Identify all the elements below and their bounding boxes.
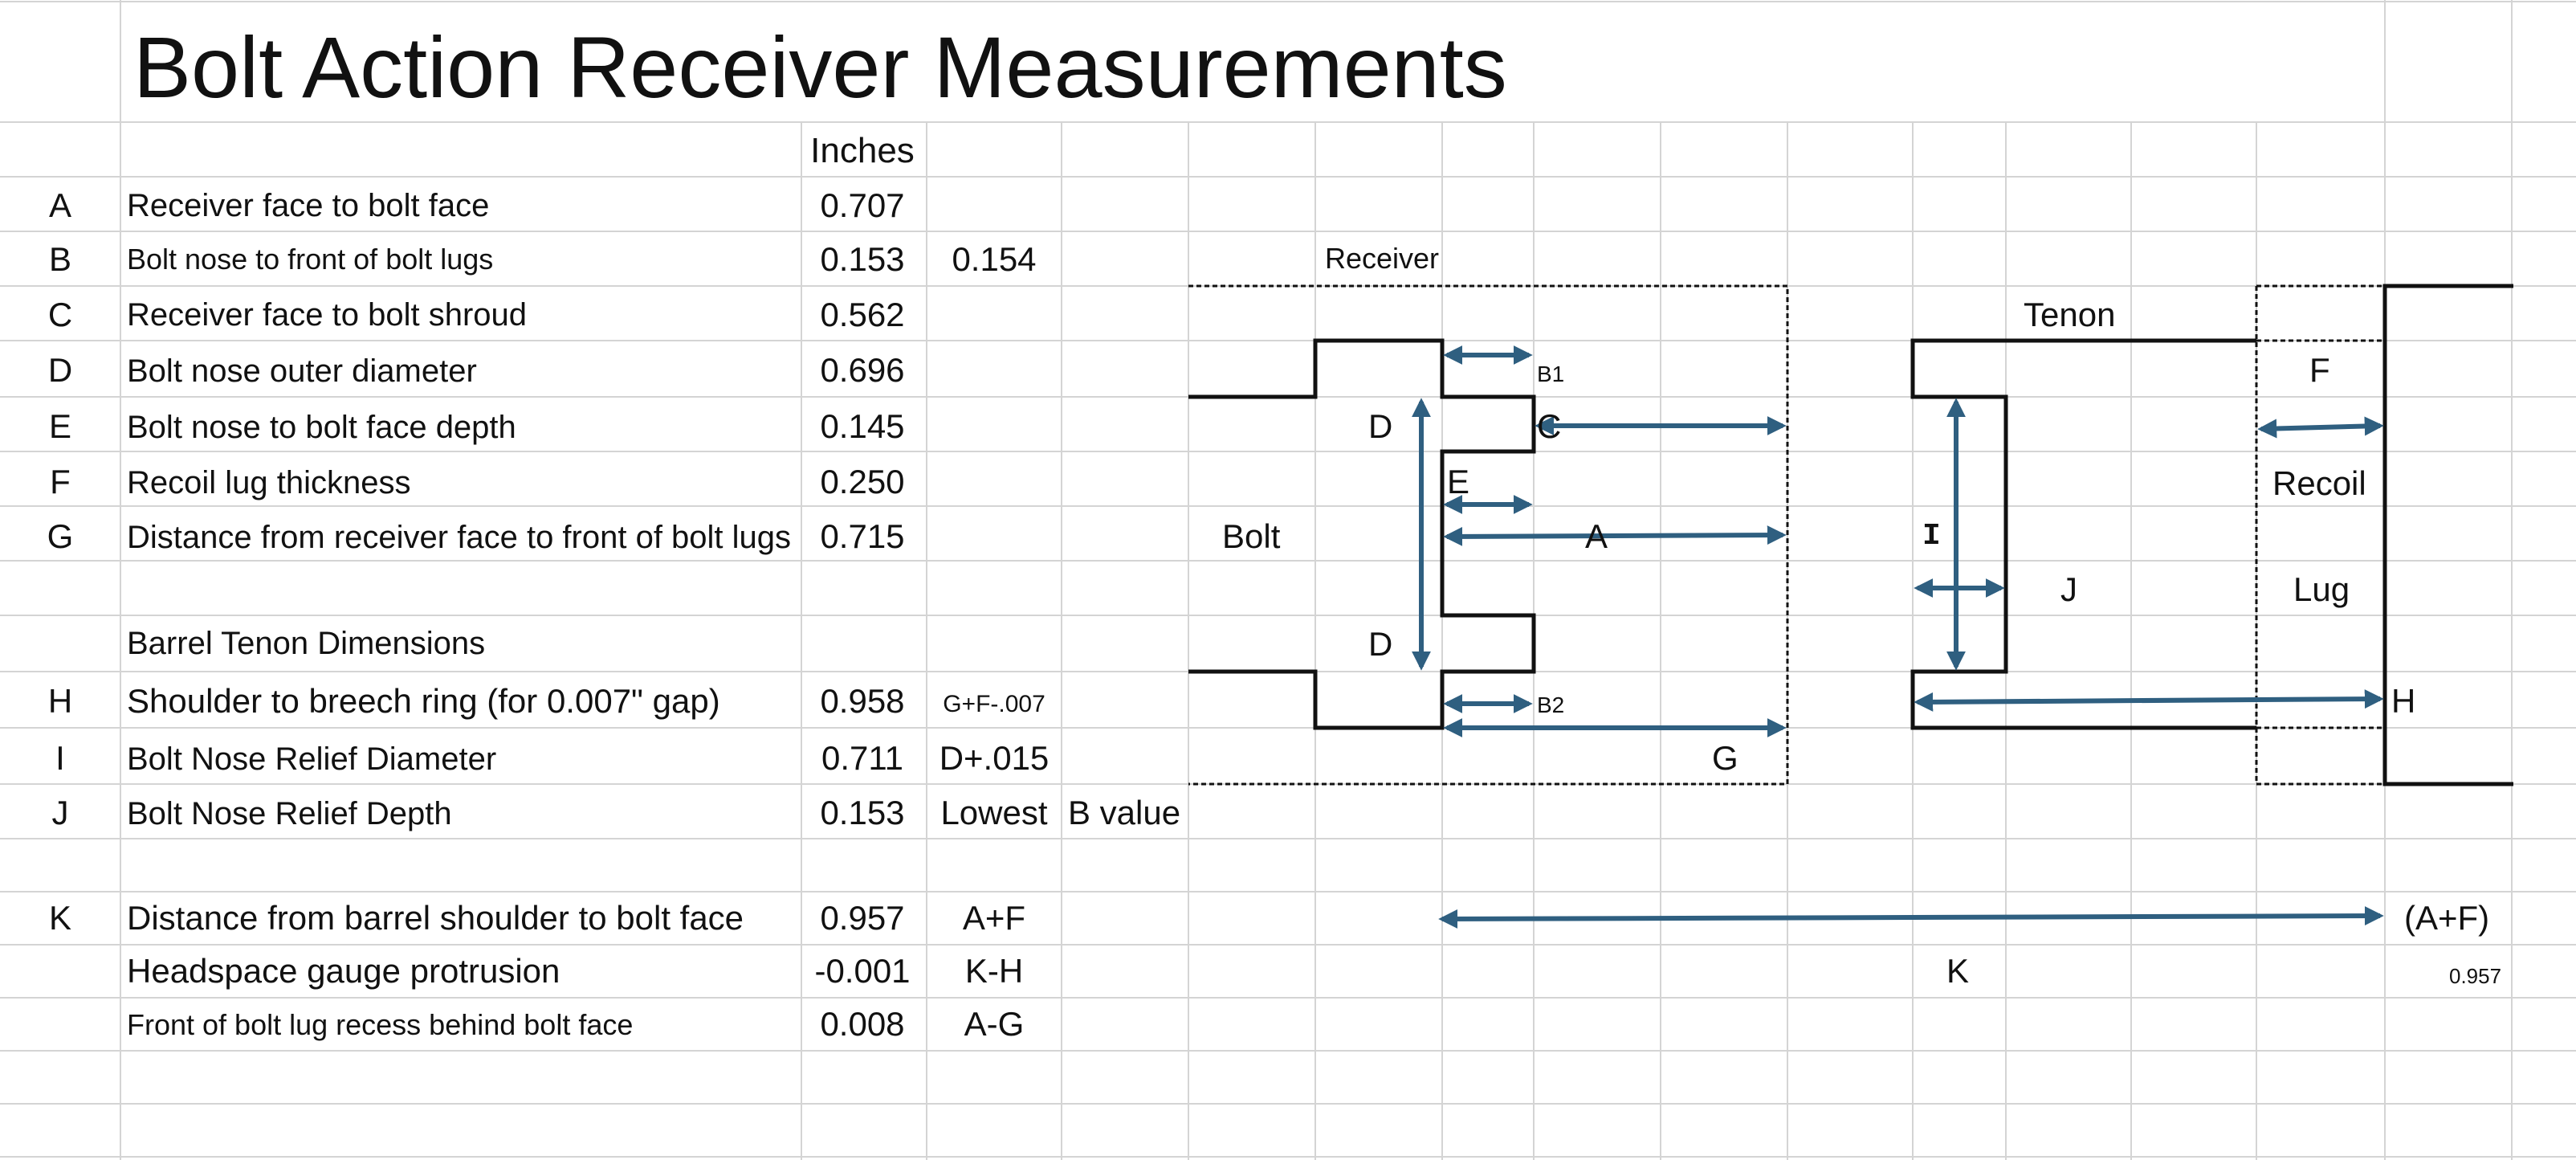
- row-letter: B: [48, 240, 71, 278]
- dimension-label-g: G: [1712, 739, 1738, 777]
- dimension-label-a: A: [1585, 517, 1608, 555]
- lug-label: Lug: [2293, 570, 2350, 608]
- row-value: 0.153: [820, 794, 905, 831]
- formula-label-a-plus-f: (A+F): [2404, 899, 2490, 937]
- row-label: Receiver face to bolt shroud: [127, 297, 528, 333]
- arrow-f: [2257, 416, 2384, 439]
- row-letter: A: [48, 186, 71, 224]
- receiver-label: Receiver: [1325, 242, 1440, 275]
- dimension-label-k: K: [1946, 952, 1970, 990]
- row-value: 0.153: [820, 240, 905, 278]
- row-value: 0.145: [820, 407, 905, 445]
- row-letter: E: [48, 407, 71, 445]
- receiver-outline: [1188, 284, 1789, 786]
- arrow-k: [1438, 906, 2384, 929]
- row-label: Recoil lug thickness: [127, 465, 411, 500]
- row-label: Bolt nose outer diameter: [127, 353, 477, 389]
- row-letter: G: [47, 517, 74, 555]
- row-label: Bolt Nose Relief Depth: [127, 796, 452, 831]
- row-value: 0.707: [820, 186, 905, 224]
- row-value: 0.957: [820, 899, 905, 937]
- k-value-label: 0.957: [2449, 964, 2502, 988]
- row-note: Lowest: [940, 794, 1048, 831]
- row-label: Receiver face to bolt face: [127, 188, 490, 223]
- row-label: Shoulder to breech ring (for 0.007" gap): [127, 682, 720, 720]
- dimension-label-d-top: D: [1368, 407, 1393, 445]
- row-formula: A+F: [962, 899, 1026, 937]
- page-title: Bolt Action Receiver Measurements: [133, 18, 1507, 116]
- dimension-label-b1: B1: [1537, 361, 1565, 386]
- section-heading: Barrel Tenon Dimensions: [127, 626, 486, 661]
- row-extra: 0.154: [952, 240, 1037, 278]
- recoil-lug-outline: [2255, 284, 2385, 786]
- row-value: 0.958: [820, 682, 905, 720]
- row-letter: H: [47, 682, 73, 720]
- barrel-shoulder-outline: [2382, 284, 2513, 786]
- row-letter: J: [51, 794, 69, 831]
- dimension-label-h: H: [2391, 682, 2416, 720]
- row-formula: G+F-.007: [943, 691, 1045, 717]
- row-label: Distance from barrel shoulder to bolt fa…: [127, 899, 744, 937]
- bolt-outline: [1188, 338, 1536, 730]
- row-label: Distance from receiver face to front of …: [127, 520, 792, 555]
- row-letter: F: [50, 463, 71, 500]
- bolt-label: Bolt: [1222, 517, 1281, 555]
- dimension-label-e: E: [1447, 463, 1470, 500]
- row-letter: K: [48, 899, 71, 937]
- row-value: 0.715: [820, 517, 905, 555]
- units-header: Inches: [810, 131, 915, 170]
- recoil-label: Recoil: [2272, 464, 2366, 502]
- row-value: 0.711: [821, 739, 903, 777]
- row-value: 0.562: [820, 296, 905, 333]
- row-label: Bolt nose to front of bolt lugs: [127, 243, 494, 276]
- dimension-label-b2: B2: [1537, 692, 1565, 717]
- dimension-label-d-bottom: D: [1368, 625, 1393, 663]
- dimension-label-f: F: [2309, 351, 2330, 389]
- tenon-label: Tenon: [2024, 296, 2116, 333]
- row-value: 0.696: [820, 351, 905, 389]
- arrow-a: [1443, 525, 1787, 546]
- row-formula: D+.015: [939, 739, 1050, 777]
- dimension-label-i: I: [1922, 519, 1941, 553]
- row-value: 0.250: [820, 463, 905, 500]
- dimension-label-j: J: [2060, 570, 2077, 608]
- row-label: Front of bolt lug recess behind bolt fac…: [127, 1008, 634, 1041]
- row-letter: C: [47, 296, 73, 333]
- row-label: Bolt Nose Relief Diameter: [127, 741, 497, 777]
- dimension-label-c: C: [1537, 407, 1562, 445]
- row-label: Headspace gauge protrusion: [127, 952, 560, 990]
- row-value: -0.001: [814, 952, 911, 990]
- row-letter: I: [55, 739, 65, 777]
- arrow-h: [1914, 689, 2384, 712]
- row-note-2: B value: [1068, 794, 1181, 831]
- row-label: Bolt nose to bolt face depth: [127, 410, 516, 445]
- row-letter: D: [47, 351, 73, 389]
- row-value: 0.008: [820, 1005, 905, 1043]
- row-formula: A-G: [964, 1005, 1025, 1043]
- row-formula: K-H: [964, 952, 1024, 990]
- tenon-outline: [1910, 338, 2256, 730]
